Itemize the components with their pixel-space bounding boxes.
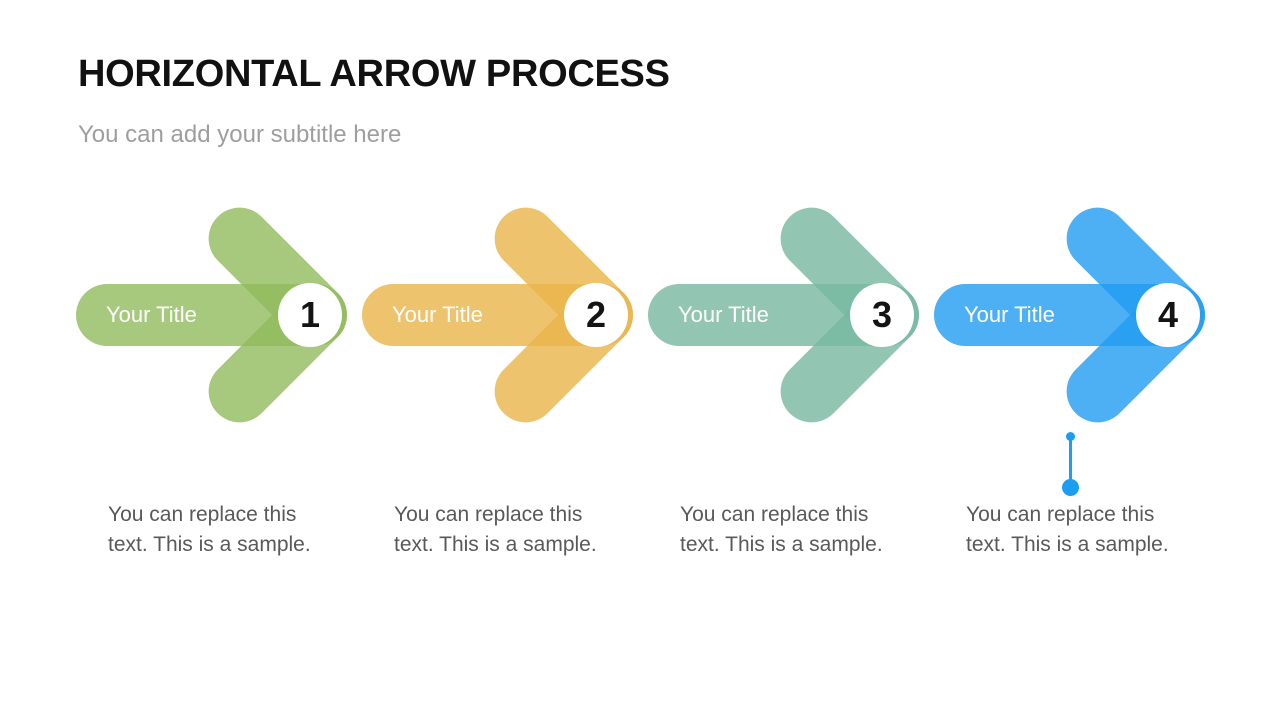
- step-number: 3: [871, 294, 893, 335]
- page-title: HORIZONTAL ARROW PROCESS: [78, 53, 670, 95]
- pointer-pin: [1061, 432, 1079, 496]
- step-description: You can replace this text. This is a sam…: [966, 503, 1169, 556]
- step-number-badge: 1: [278, 283, 342, 347]
- step-description: You can replace this text. This is a sam…: [108, 503, 311, 556]
- step-number-badge: 2: [564, 283, 628, 347]
- page-subtitle: You can add your subtitle here: [78, 121, 402, 148]
- step-title: Your Title: [106, 302, 197, 327]
- process-step-3: Your Title 3 You can replace this text. …: [648, 194, 932, 573]
- step-number-badge: 4: [1136, 283, 1200, 347]
- step-number: 1: [299, 294, 321, 335]
- step-number: 4: [1157, 294, 1179, 335]
- step-title: Your Title: [392, 302, 483, 327]
- step-title: Your Title: [678, 302, 769, 327]
- pin-dot-bottom-icon: [1061, 479, 1079, 496]
- step-number-badge: 3: [850, 283, 914, 347]
- process-step-4: Your Title 4 You can replace this text. …: [934, 194, 1218, 573]
- pin-dot-top-icon: [1065, 432, 1075, 441]
- process-step-1: Your Title 1 You can replace this text. …: [76, 194, 360, 573]
- step-description: You can replace this text. This is a sam…: [680, 503, 883, 556]
- step-title: Your Title: [964, 302, 1055, 327]
- process-step-2: Your Title 2 You can replace this text. …: [362, 194, 646, 573]
- step-description: You can replace this text. This is a sam…: [394, 503, 597, 556]
- pin-stem: [1068, 437, 1072, 483]
- step-number: 2: [585, 294, 607, 335]
